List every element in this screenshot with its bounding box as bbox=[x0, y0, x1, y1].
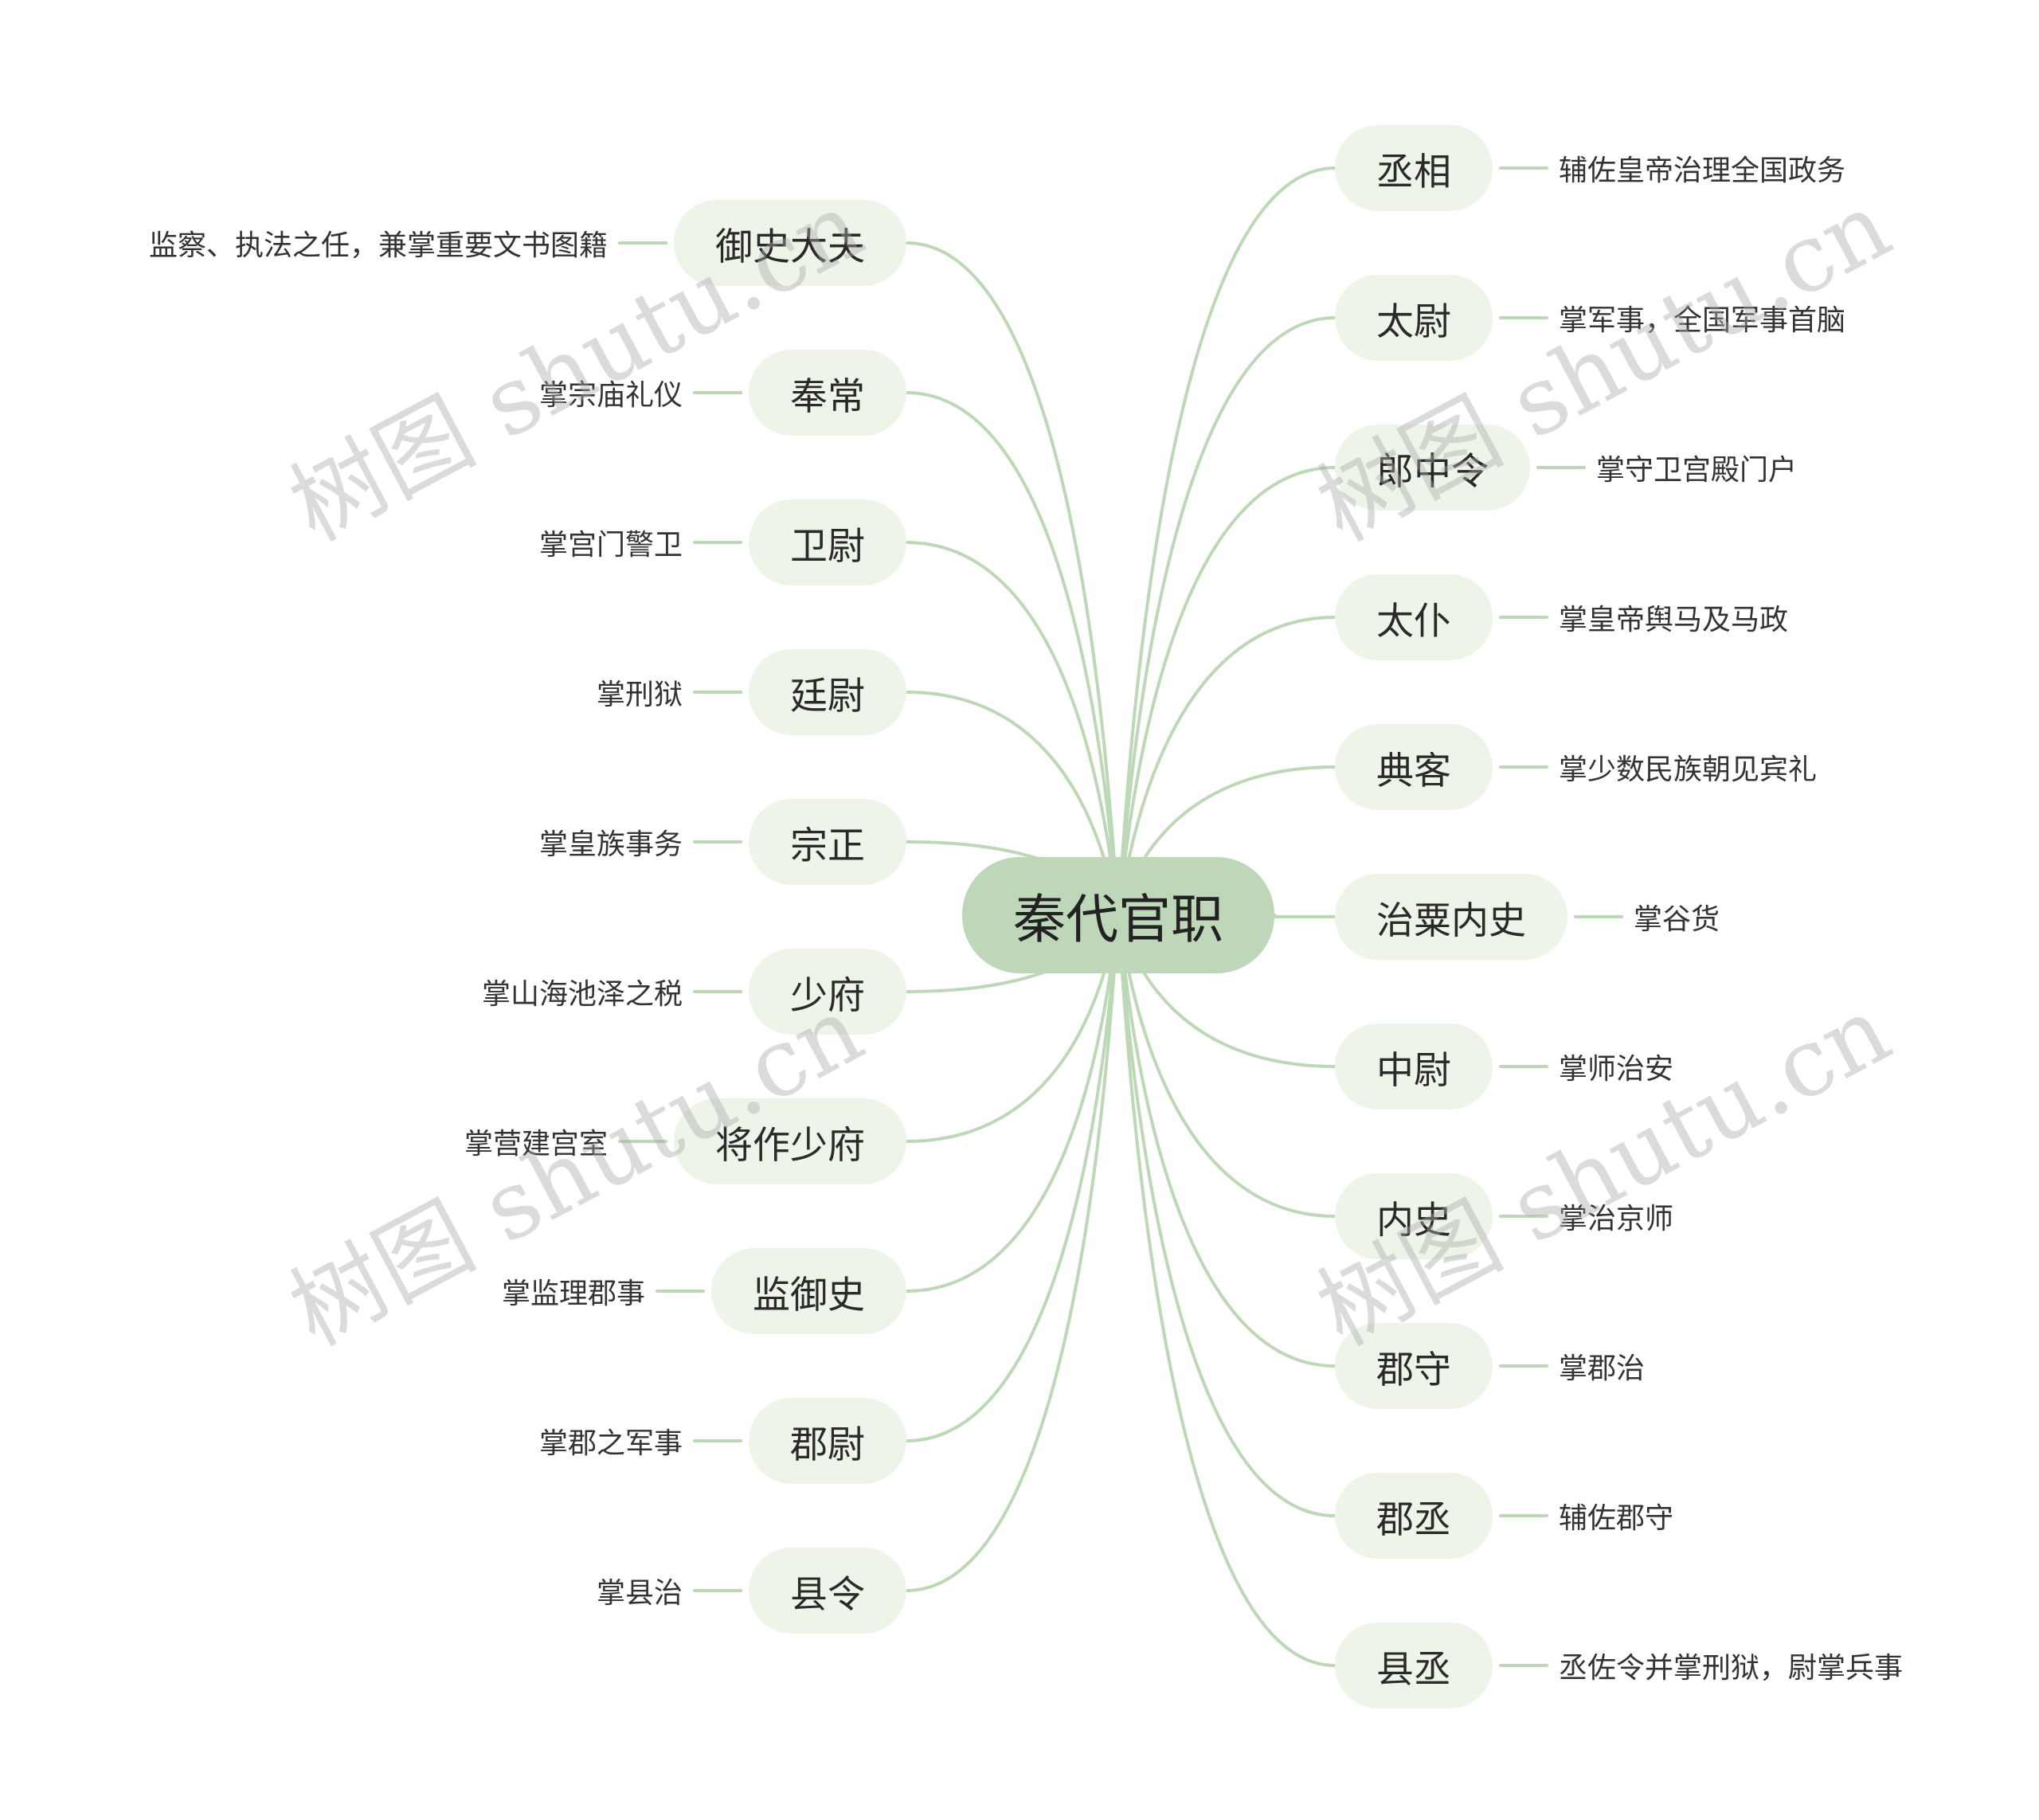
description-label[interactable]: 掌谷货 bbox=[1633, 903, 1720, 936]
branch-node[interactable]: 治粟内史 bbox=[1335, 874, 1567, 960]
branch-node[interactable]: 监御史 bbox=[711, 1248, 906, 1334]
branch-connector bbox=[1117, 914, 1337, 1667]
branch-connector bbox=[905, 914, 1120, 1442]
description-label[interactable]: 掌营建宫室 bbox=[464, 1128, 608, 1160]
description-label[interactable]: 掌山海池泽之税 bbox=[481, 978, 683, 1011]
branch-node[interactable]: 典客 bbox=[1335, 724, 1493, 810]
branch-node[interactable]: 宗正 bbox=[749, 799, 906, 885]
description-label[interactable]: 掌军事，全国军事首脑 bbox=[1558, 304, 1845, 337]
branch-node[interactable]: 奉常 bbox=[749, 350, 906, 436]
description-label[interactable]: 监察、执法之任，兼掌重要文书图籍 bbox=[148, 229, 608, 262]
branch-node[interactable]: 县令 bbox=[749, 1548, 906, 1634]
description-label[interactable]: 丞佐令并掌刑狱，尉掌兵事 bbox=[1558, 1652, 1903, 1685]
branch-node[interactable]: 御史大夫 bbox=[674, 200, 906, 286]
branch-connector bbox=[1117, 316, 1337, 917]
description-label[interactable]: 掌皇帝舆马及马政 bbox=[1558, 604, 1788, 636]
description-label[interactable]: 辅佐皇帝治理全国政务 bbox=[1558, 155, 1845, 187]
branch-node[interactable]: 少府 bbox=[749, 949, 906, 1035]
branch-connector bbox=[905, 391, 1120, 917]
branch-node[interactable]: 中尉 bbox=[1335, 1024, 1493, 1110]
description-label[interactable]: 辅佐郡守 bbox=[1558, 1502, 1673, 1535]
branch-connector bbox=[1117, 914, 1337, 1517]
branch-connector bbox=[905, 241, 1120, 917]
branch-node[interactable]: 内史 bbox=[1335, 1173, 1493, 1259]
branch-node[interactable]: 丞相 bbox=[1335, 125, 1493, 211]
description-label[interactable]: 掌少数民族朝见宾礼 bbox=[1558, 753, 1817, 786]
description-label[interactable]: 掌宫门警卫 bbox=[538, 529, 683, 562]
branch-node[interactable]: 县丞 bbox=[1335, 1622, 1493, 1708]
branch-node[interactable]: 将作少府 bbox=[674, 1098, 906, 1184]
branch-connector bbox=[1117, 166, 1337, 917]
branch-node[interactable]: 廷尉 bbox=[749, 649, 906, 735]
description-label[interactable]: 掌守卫宫殿门户 bbox=[1595, 454, 1797, 487]
branch-node[interactable]: 郡守 bbox=[1335, 1323, 1493, 1409]
branch-node[interactable]: 郎中令 bbox=[1335, 425, 1530, 511]
description-label[interactable]: 掌宗庙礼仪 bbox=[538, 379, 683, 412]
branch-node[interactable]: 卫尉 bbox=[749, 499, 906, 585]
branch-connector bbox=[905, 914, 1120, 1592]
description-label[interactable]: 掌郡之军事 bbox=[538, 1427, 683, 1460]
description-label[interactable]: 掌治京师 bbox=[1558, 1203, 1673, 1235]
branch-node[interactable]: 太尉 bbox=[1335, 275, 1493, 361]
description-label[interactable]: 掌郡治 bbox=[1558, 1352, 1645, 1385]
description-label[interactable]: 掌监理郡事 bbox=[501, 1278, 645, 1310]
branch-node[interactable]: 太仆 bbox=[1335, 574, 1493, 660]
branch-node[interactable]: 郡尉 bbox=[749, 1398, 906, 1484]
description-label[interactable]: 掌县治 bbox=[596, 1577, 683, 1610]
description-label[interactable]: 掌皇族事务 bbox=[538, 828, 683, 861]
root-node[interactable]: 秦代官职 bbox=[962, 857, 1274, 973]
description-label[interactable]: 掌刑狱 bbox=[596, 679, 683, 711]
branch-node[interactable]: 郡丞 bbox=[1335, 1473, 1493, 1559]
description-label[interactable]: 掌师治安 bbox=[1558, 1053, 1673, 1086]
